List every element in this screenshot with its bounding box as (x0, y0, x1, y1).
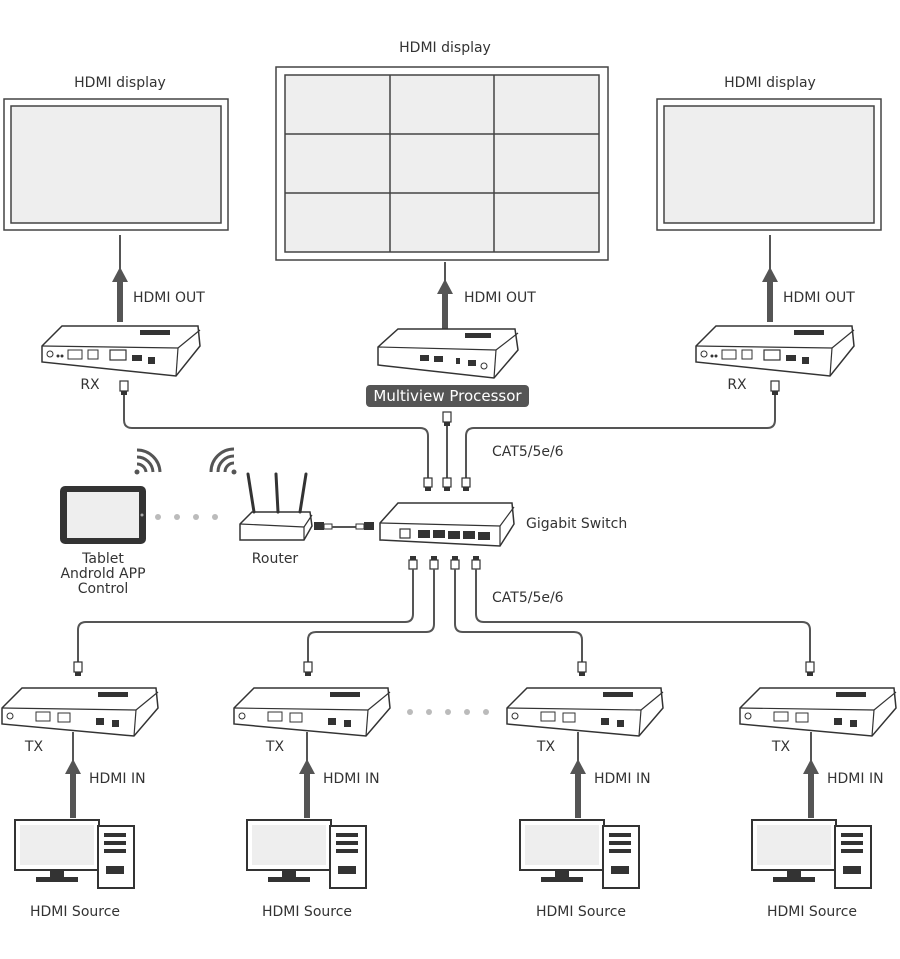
hdmi-source-computer-3 (519, 819, 640, 889)
hdmi-in-label-3: HDMI IN (594, 771, 651, 787)
right-hdmi-out-label: HDMI OUT (783, 290, 855, 306)
router-device (239, 472, 313, 541)
right-hdmi-display (656, 98, 882, 231)
hdmi-in-label-4: HDMI IN (827, 771, 884, 787)
top-cable-label: CAT5/5e/6 (492, 444, 564, 460)
bottom-network-cables (73, 556, 815, 676)
hdmi-source-label-4: HDMI Source (767, 904, 857, 920)
center-hdmi-out-label: HDMI OUT (464, 290, 536, 306)
tx-label-4: TX (771, 739, 791, 755)
hdmi-source-label-2: HDMI Source (262, 904, 352, 920)
hdmi-in-arrow-4 (803, 732, 819, 818)
hdmi-in-arrow-1 (65, 732, 81, 818)
tx-label-3: TX (536, 739, 556, 755)
hdmi-source-computer-1 (14, 819, 135, 889)
more-transmitters-dots (407, 709, 489, 715)
tx-device-1 (1, 687, 159, 737)
gigabit-switch (379, 502, 515, 547)
center-hdmi-out-arrow (437, 262, 453, 333)
right-rx-label: RX (727, 377, 747, 393)
tablet-label-line-3: Control (78, 581, 129, 597)
multiview-processor-label: Multiview Processor (373, 387, 522, 405)
wifi-icon-left (134, 448, 162, 475)
multiview-processor-device (377, 328, 519, 379)
wireless-link-dots (155, 514, 218, 520)
right-display-label: HDMI display (724, 75, 816, 91)
hdmi-source-label-3: HDMI Source (536, 904, 626, 920)
hdmi-in-label-1: HDMI IN (89, 771, 146, 787)
tablet-label-line-1: Tablet (81, 551, 124, 567)
multiview-processor-label-box: Multiview Processor (366, 385, 529, 407)
right-hdmi-out-arrow (762, 235, 778, 322)
hdmi-source-computer-4 (751, 819, 872, 889)
wifi-icon-right (209, 447, 237, 475)
left-hdmi-display (3, 98, 229, 231)
right-rx-device (695, 325, 855, 377)
left-hdmi-out-label: HDMI OUT (133, 290, 205, 306)
tablet-device (60, 486, 146, 544)
hdmi-in-arrow-2 (299, 732, 315, 818)
router-to-switch-cable (314, 522, 374, 530)
hdmi-in-label-2: HDMI IN (323, 771, 380, 787)
hdmi-in-arrow-3 (570, 732, 586, 818)
center-video-wall-display (275, 66, 609, 261)
tx-device-2 (233, 687, 391, 737)
top-network-cables (119, 380, 780, 491)
tx-device-3 (506, 687, 664, 737)
bottom-cable-label: CAT5/5e/6 (492, 590, 564, 606)
gigabit-switch-label: Gigabit Switch (526, 516, 627, 532)
tx-label-1: TX (24, 739, 44, 755)
center-display-label: HDMI display (399, 40, 491, 56)
left-rx-label: RX (80, 377, 100, 393)
tx-device-4 (739, 687, 897, 737)
hdmi-source-computer-2 (246, 819, 367, 889)
hdmi-source-label-1: HDMI Source (30, 904, 120, 920)
left-display-label: HDMI display (74, 75, 166, 91)
tablet-label-line-2: Androld APP (60, 566, 145, 582)
router-label: Router (252, 551, 299, 567)
left-rx-device (41, 325, 201, 377)
tx-label-2: TX (265, 739, 285, 755)
left-hdmi-out-arrow (112, 235, 128, 322)
